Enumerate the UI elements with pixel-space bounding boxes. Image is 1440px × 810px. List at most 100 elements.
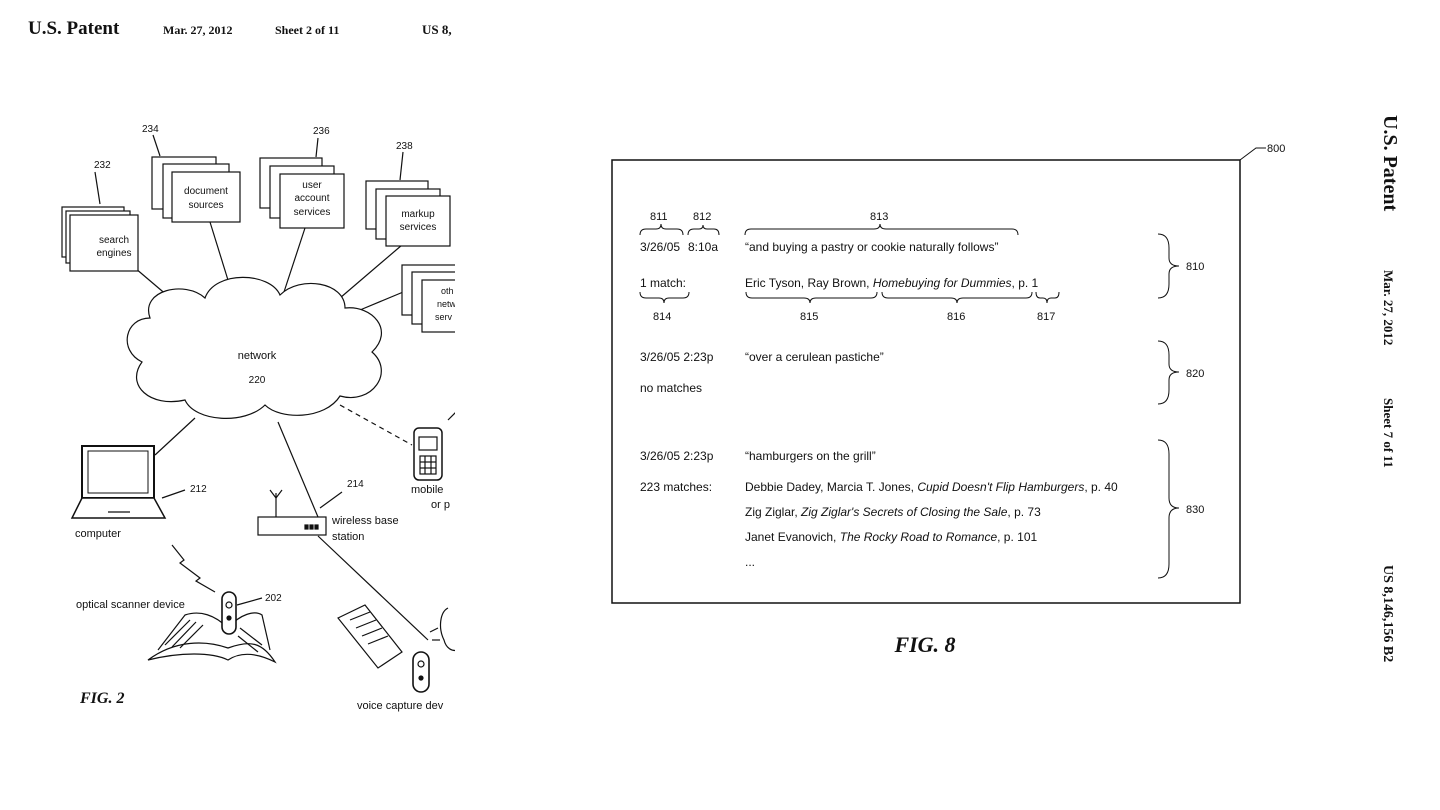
right-header-sheet: Sheet 7 of 11: [1381, 398, 1396, 468]
user-account-box: [279, 173, 345, 229]
ref-800: 800: [1267, 143, 1285, 155]
link-wireless-voice: [317, 535, 429, 641]
left-header-sheet: Sheet 2 of 11: [275, 23, 339, 37]
search-engines-label-1: search: [99, 235, 129, 246]
other-label-2: netw: [437, 299, 457, 309]
ref-238: 238: [396, 141, 413, 152]
entry-830-result-3: Janet Evanovich, The Rocky Road to Roman…: [745, 530, 1037, 544]
ref-817: 817: [1037, 311, 1055, 323]
left-header-number: US 8,: [422, 22, 452, 37]
mobile-label-1: mobile: [411, 484, 443, 496]
brace-816: [881, 291, 1033, 304]
brace-812: [687, 224, 720, 236]
ref-812: 812: [693, 211, 711, 223]
markup-services-box: [385, 195, 451, 247]
entry-820-quote: “over a cerulean pastiche”: [745, 350, 884, 364]
entry-810-date: 3/26/05: [640, 240, 680, 254]
wireless-label-2: station: [332, 531, 364, 543]
entry-810: 811 812 813 3/26/05 8:10a “and buying a …: [639, 211, 1204, 323]
result-authors: Eric Tyson, Ray Brown,: [745, 276, 873, 290]
entry-820: 3/26/05 2:23p “over a cerulean pastiche”…: [640, 340, 1204, 405]
fig2-labels: 232 234 236 238 search engines document …: [75, 124, 457, 712]
ref-232: 232: [94, 160, 111, 171]
fig8-frame: [611, 159, 1241, 604]
result-authors: Janet Evanovich,: [745, 530, 840, 544]
base-station-box: [257, 516, 327, 536]
result-page: , p. 73: [1007, 505, 1041, 519]
markup-label-2: services: [400, 222, 437, 233]
result-authors: Debbie Dadey, Marcia T. Jones,: [745, 480, 917, 494]
user-account-label-3: services: [294, 207, 331, 218]
result-title: The Rocky Road to Romance: [840, 530, 998, 544]
document-sources-box: [171, 171, 241, 223]
right-header-number: US 8,146,156 B2: [1380, 565, 1395, 662]
brace-811: [639, 223, 684, 236]
result-title: Cupid Doesn't Flip Hamburgers: [917, 480, 1084, 494]
ref-830: 830: [1186, 504, 1204, 516]
entry-810-result-1: Eric Tyson, Ray Brown, Homebuying for Du…: [745, 276, 1039, 290]
entry-810-timestamp: 3/26/05 8:10a: [640, 240, 718, 254]
scanner-pen: [221, 591, 237, 635]
wireless-label-1: wireless base: [331, 515, 399, 527]
link-markup-network: [339, 244, 403, 299]
link-user-network: [281, 227, 306, 299]
search-engines-label-2: engines: [96, 248, 131, 259]
markup-label-1: markup: [401, 209, 435, 220]
link-network-wireless: [277, 421, 319, 518]
link-network-computer: [154, 417, 196, 456]
user-account-label-1: user: [302, 180, 322, 191]
ref-816: 816: [947, 311, 965, 323]
fig2-label: FIG. 2: [79, 690, 124, 707]
brace-813: [744, 223, 1019, 236]
entry-810-quote: “and buying a pastry or cookie naturally…: [745, 240, 998, 254]
right-header-title: U.S. Patent: [1379, 115, 1401, 211]
ref-236: 236: [313, 126, 330, 137]
right-header: U.S. Patent Mar. 27, 2012 Sheet 7 of 11 …: [1379, 115, 1401, 662]
search-engines-box: [69, 214, 139, 272]
entry-820-timestamp: 3/26/05 2:23p: [640, 350, 714, 364]
voice-capture-pen: [412, 651, 430, 693]
fig2-diagram: [61, 134, 455, 693]
ref-815: 815: [800, 311, 818, 323]
user-account-label-2: account: [294, 193, 329, 204]
entry-830-quote: “hamburgers on the grill”: [745, 449, 876, 463]
network-label: network: [238, 350, 277, 362]
document-sources-label-1: document: [184, 186, 228, 197]
entry-830-result-2: Zig Ziglar, Zig Ziglar's Secrets of Clos…: [745, 505, 1041, 519]
paper-sheet: [337, 604, 403, 669]
entry-820-count: no matches: [640, 381, 702, 395]
entry-830-timestamp: 3/26/05 2:23p: [640, 449, 714, 463]
brace-814: [639, 291, 690, 304]
ref-234: 234: [142, 124, 159, 135]
entry-830: 3/26/05 2:23p “hamburgers on the grill” …: [640, 439, 1204, 579]
result-page: , p. 40: [1084, 480, 1118, 494]
ref-820: 820: [1186, 368, 1204, 380]
voice-label: voice capture dev: [357, 700, 444, 712]
laptop-base: [70, 497, 167, 519]
result-authors: Zig Ziglar,: [745, 505, 801, 519]
left-header: U.S. Patent Mar. 27, 2012 Sheet 2 of 11 …: [28, 18, 452, 39]
network-ref: 220: [249, 375, 266, 386]
entry-830-result-1: Debbie Dadey, Marcia T. Jones, Cupid Doe…: [745, 480, 1118, 494]
ref-814: 814: [653, 311, 671, 323]
entry-810-count: 1 match:: [640, 276, 686, 290]
fig8-diagram: 800 811 812 813 3/26/05 8:10a “and buyin…: [611, 143, 1285, 657]
other-label-1: oth: [441, 286, 454, 296]
brace-820: [1157, 340, 1180, 405]
wireless-link-computer-scanner: [171, 544, 216, 593]
ref-810: 810: [1186, 261, 1204, 273]
link-other-network: [359, 289, 409, 311]
result-page: , p. 1: [1012, 276, 1039, 290]
result-title: Zig Ziglar's Secrets of Closing the Sale: [800, 505, 1008, 519]
book: [147, 642, 277, 664]
brace-830: [1157, 439, 1180, 579]
result-page: , p. 101: [997, 530, 1037, 544]
other-label-3: serv: [435, 312, 453, 322]
person-head: [439, 607, 455, 652]
link-network-mobile: [339, 404, 413, 446]
other-services-box: [421, 279, 455, 333]
entry-830-ellipsis: ...: [745, 555, 755, 569]
ref-214: 214: [347, 479, 364, 490]
